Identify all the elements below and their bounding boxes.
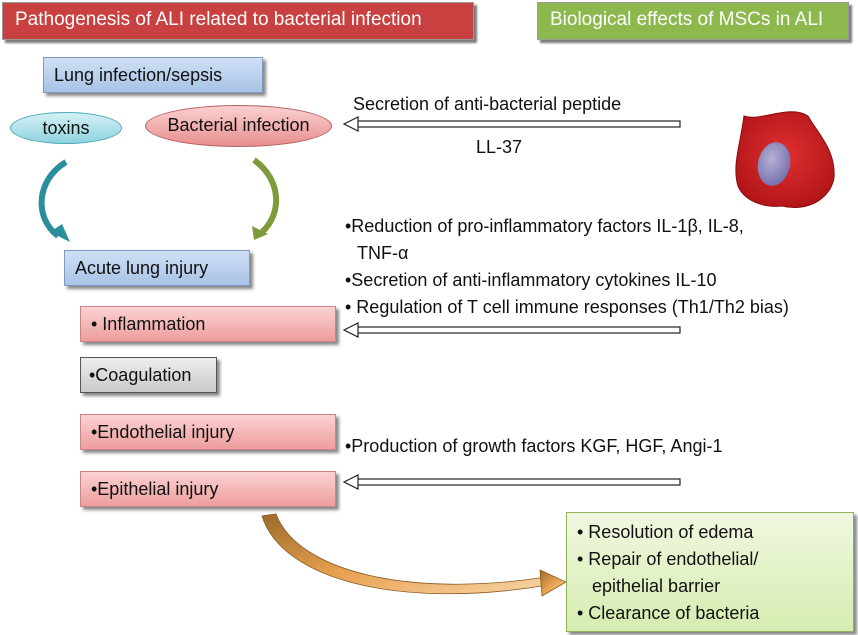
effect-t-cell: • Regulation of T cell immune responses …: [345, 297, 789, 317]
inflammation-box: • Inflammation: [80, 306, 336, 342]
toxins-to-ali-arrow: [38, 159, 70, 242]
bacteria-to-ali-arrow: [252, 157, 279, 240]
outcome-barrier: epithelial barrier: [577, 576, 721, 596]
growth-factors-text: •Production of growth factors KGF, HGF, …: [345, 436, 723, 456]
injury-to-outcomes-arrow: [261, 513, 567, 597]
effect-pro-inflammatory: •Reduction of pro-inflammatory factors I…: [345, 216, 744, 236]
epithelial-injury-box: •Epithelial injury: [80, 471, 336, 507]
lung-infection-box: Lung infection/sepsis: [43, 57, 263, 93]
msc-cell-icon: [735, 111, 835, 208]
arrow-antibacterial: [342, 116, 681, 132]
endothelial-injury-box: •Endothelial injury: [80, 414, 336, 450]
effect-tnf: TNF-α: [357, 243, 409, 263]
ll37-text: LL-37: [476, 137, 523, 157]
arrow-inflammation: [342, 322, 681, 338]
header-msc-effects: Biological effects of MSCs in ALI: [537, 2, 849, 40]
arrow-epithelial: [342, 474, 681, 490]
outcome-repair: • Repair of endothelial/: [577, 549, 759, 569]
outcomes-box: • Resolution of edema • Repair of endoth…: [566, 512, 854, 632]
outcome-clearance: • Clearance of bacteria: [577, 603, 760, 623]
outcome-edema: • Resolution of edema: [577, 522, 754, 542]
bacterial-infection-ellipse: Bacterial infection: [145, 105, 332, 147]
antibacterial-peptide-text: Secretion of anti-bacterial peptide: [353, 94, 622, 114]
effect-anti-inflammatory: •Secretion of anti-inflammatory cytokine…: [345, 270, 717, 290]
acute-lung-injury-box: Acute lung injury: [64, 250, 250, 286]
header-pathogenesis: Pathogenesis of ALI related to bacterial…: [2, 2, 474, 40]
coagulation-box: •Coagulation: [80, 357, 217, 393]
toxins-ellipse: toxins: [10, 112, 122, 144]
